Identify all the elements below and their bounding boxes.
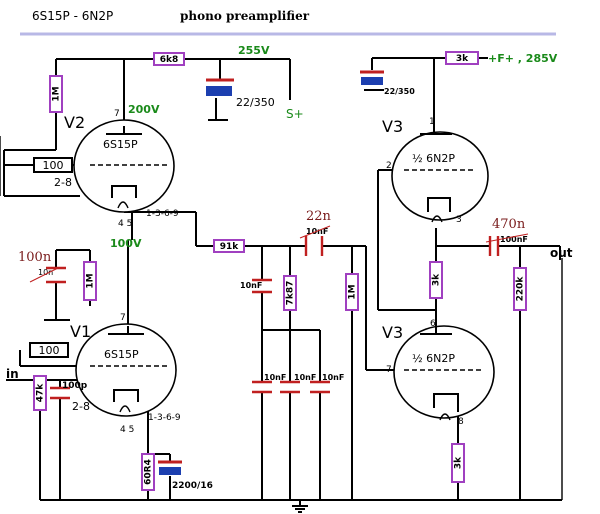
tube-v3-upper-anode-pin: 1 bbox=[429, 117, 435, 127]
capacitor-22-350-a-label: 22/350 bbox=[236, 96, 275, 109]
capacitor-100nf-out-label: 100nF bbox=[500, 235, 528, 244]
resistor-3k-mid-label: 3k bbox=[432, 273, 442, 286]
capacitor-10nf-d: 10nF bbox=[310, 373, 344, 394]
resistor-1m-v2-label: 1M bbox=[52, 86, 62, 101]
tube-v3-lower-anode-pin: 6 bbox=[430, 319, 436, 329]
port-in: in bbox=[6, 367, 19, 381]
capacitor-10nf-b: 10nF bbox=[252, 373, 286, 394]
tube-v3-upper-cathode-pin: 3 bbox=[456, 215, 462, 225]
tube-v3-lower-type: ½ 6N2P bbox=[412, 352, 455, 365]
tube-v3-lower-grid-pin: 7 bbox=[386, 365, 392, 375]
capacitor-10nf-c-label: 10nF bbox=[294, 373, 316, 382]
resistors: 6k8 1M 100 1M 100 47k 60R4 bbox=[29, 51, 527, 491]
tube-v1-anode-pin: 7 bbox=[120, 313, 126, 323]
voltage-v1-anode: 100V bbox=[110, 237, 142, 250]
resistor-3k-bottom: 3k bbox=[451, 443, 465, 483]
resistor-1m-out: 1M bbox=[345, 273, 359, 311]
voltage-labels: 255V S+ 200V 100V +F+ , 285V bbox=[110, 44, 558, 250]
tube-v1-other-pins: 1-3-6-9 bbox=[148, 413, 181, 423]
resistor-1m-v2: 1M bbox=[49, 75, 63, 113]
tube-v3-upper: V3 ½ 6N2P 1 2 3 bbox=[382, 117, 489, 225]
resistor-3k-bottom-label: 3k bbox=[454, 456, 464, 469]
capacitor-10nf-c: 10nF bbox=[280, 373, 316, 394]
tube-v3-upper-grid-pin: 2 bbox=[386, 161, 392, 171]
capacitor-100n-note: 100n bbox=[18, 250, 52, 265]
tube-v3-upper-label: V3 bbox=[382, 117, 403, 136]
tube-v1: V1 6S15P 7 2-8 4 5 1-3-6-9 bbox=[70, 313, 181, 435]
resistor-100-v2: 100 bbox=[33, 157, 73, 173]
capacitor-22-350-a: 22/350 bbox=[206, 78, 275, 109]
resistor-220k: 220k bbox=[513, 267, 527, 311]
tube-v3-upper-type: ½ 6N2P bbox=[412, 152, 455, 165]
voltage-s-plus: S+ bbox=[286, 107, 304, 121]
capacitor-22n-note: 22n bbox=[306, 209, 332, 224]
capacitors: 22/350 22/350 2200/16 10n 100n 100p bbox=[18, 70, 529, 491]
port-out: out bbox=[550, 246, 573, 260]
resistor-6k8: 6k8 bbox=[153, 52, 185, 66]
capacitor-2200-16: 2200/16 bbox=[158, 460, 213, 491]
capacitor-10nf-a: 10nF bbox=[240, 278, 272, 294]
tube-v2-cathode-pins: 4 5 bbox=[118, 219, 132, 229]
resistor-100-v2-label: 100 bbox=[43, 159, 64, 172]
voltage-f-plus: +F+ , 285V bbox=[488, 52, 558, 65]
resistor-91k-label: 91k bbox=[220, 242, 240, 252]
capacitor-22-350-b: 22/350 bbox=[360, 70, 415, 96]
voltage-v2-anode: 200V bbox=[128, 103, 160, 116]
resistor-60r4-label: 60R4 bbox=[144, 459, 154, 485]
tube-v3-lower: V3 ½ 6N2P 6 7 8 bbox=[382, 319, 495, 427]
resistor-100-v1-label: 100 bbox=[39, 344, 60, 357]
resistor-1m-mid: 1M bbox=[83, 261, 97, 301]
capacitor-100nf-out: 100nF 470n bbox=[485, 217, 529, 256]
resistor-7k87-label: 7k87 bbox=[286, 281, 296, 306]
tube-v3-lower-cathode-pin: 8 bbox=[458, 417, 464, 427]
tube-v1-cathode-pins: 4 5 bbox=[120, 425, 134, 435]
resistor-60r4: 60R4 bbox=[141, 453, 155, 491]
header-title: phono preamplifier bbox=[180, 9, 310, 23]
resistor-1m-out-label: 1M bbox=[348, 284, 358, 299]
tube-v1-label: V1 bbox=[70, 322, 91, 341]
tube-v2: V2 6S15P 7 2-8 4 5 1-3-6-9 bbox=[54, 109, 179, 229]
resistor-47k-label: 47k bbox=[36, 383, 46, 403]
capacitor-10n-struck-label: 10n bbox=[38, 268, 53, 277]
tube-v2-type: 6S15P bbox=[103, 138, 138, 151]
resistor-3k-top-label: 3k bbox=[456, 54, 469, 64]
header-tube-list: 6S15P - 6N2P bbox=[32, 9, 113, 23]
tube-v3-lower-label: V3 bbox=[382, 323, 403, 342]
voltage-255v: 255V bbox=[238, 44, 270, 57]
resistor-3k-top: 3k bbox=[445, 51, 479, 65]
capacitor-10nf-b-label: 10nF bbox=[264, 373, 286, 382]
resistor-100-v1: 100 bbox=[29, 342, 69, 358]
capacitor-10nf-coupling: 10nF 22n bbox=[299, 209, 332, 256]
resistor-91k: 91k bbox=[213, 239, 245, 253]
tube-v2-grid-pins: 2-8 bbox=[54, 176, 72, 189]
capacitor-10nf-d-label: 10nF bbox=[322, 373, 344, 382]
tube-v2-other-pins: 1-3-6-9 bbox=[146, 209, 179, 219]
tube-v1-type: 6S15P bbox=[104, 348, 139, 361]
resistor-220k-label: 220k bbox=[516, 276, 526, 302]
resistor-7k87: 7k87 bbox=[283, 275, 297, 311]
capacitor-2200-16-label: 2200/16 bbox=[172, 481, 213, 491]
capacitor-100p: 100p bbox=[50, 381, 88, 400]
resistor-3k-mid: 3k bbox=[429, 261, 443, 299]
wiring bbox=[0, 57, 563, 513]
tube-v1-grid-pins: 2-8 bbox=[72, 400, 90, 413]
tube-v2-anode-pin: 7 bbox=[114, 109, 120, 119]
capacitor-470n-note: 470n bbox=[492, 217, 526, 232]
capacitor-22-350-b-label: 22/350 bbox=[384, 87, 415, 96]
tube-v2-label: V2 bbox=[64, 113, 85, 132]
resistor-6k8-label: 6k8 bbox=[160, 55, 179, 65]
resistor-47k: 47k bbox=[33, 375, 47, 411]
capacitor-10n-struck: 10n 100n bbox=[18, 250, 66, 284]
capacitor-10nf-a-label: 10nF bbox=[240, 281, 262, 290]
resistor-1m-mid-label: 1M bbox=[86, 273, 96, 288]
capacitor-100p-label: 100p bbox=[62, 381, 88, 391]
